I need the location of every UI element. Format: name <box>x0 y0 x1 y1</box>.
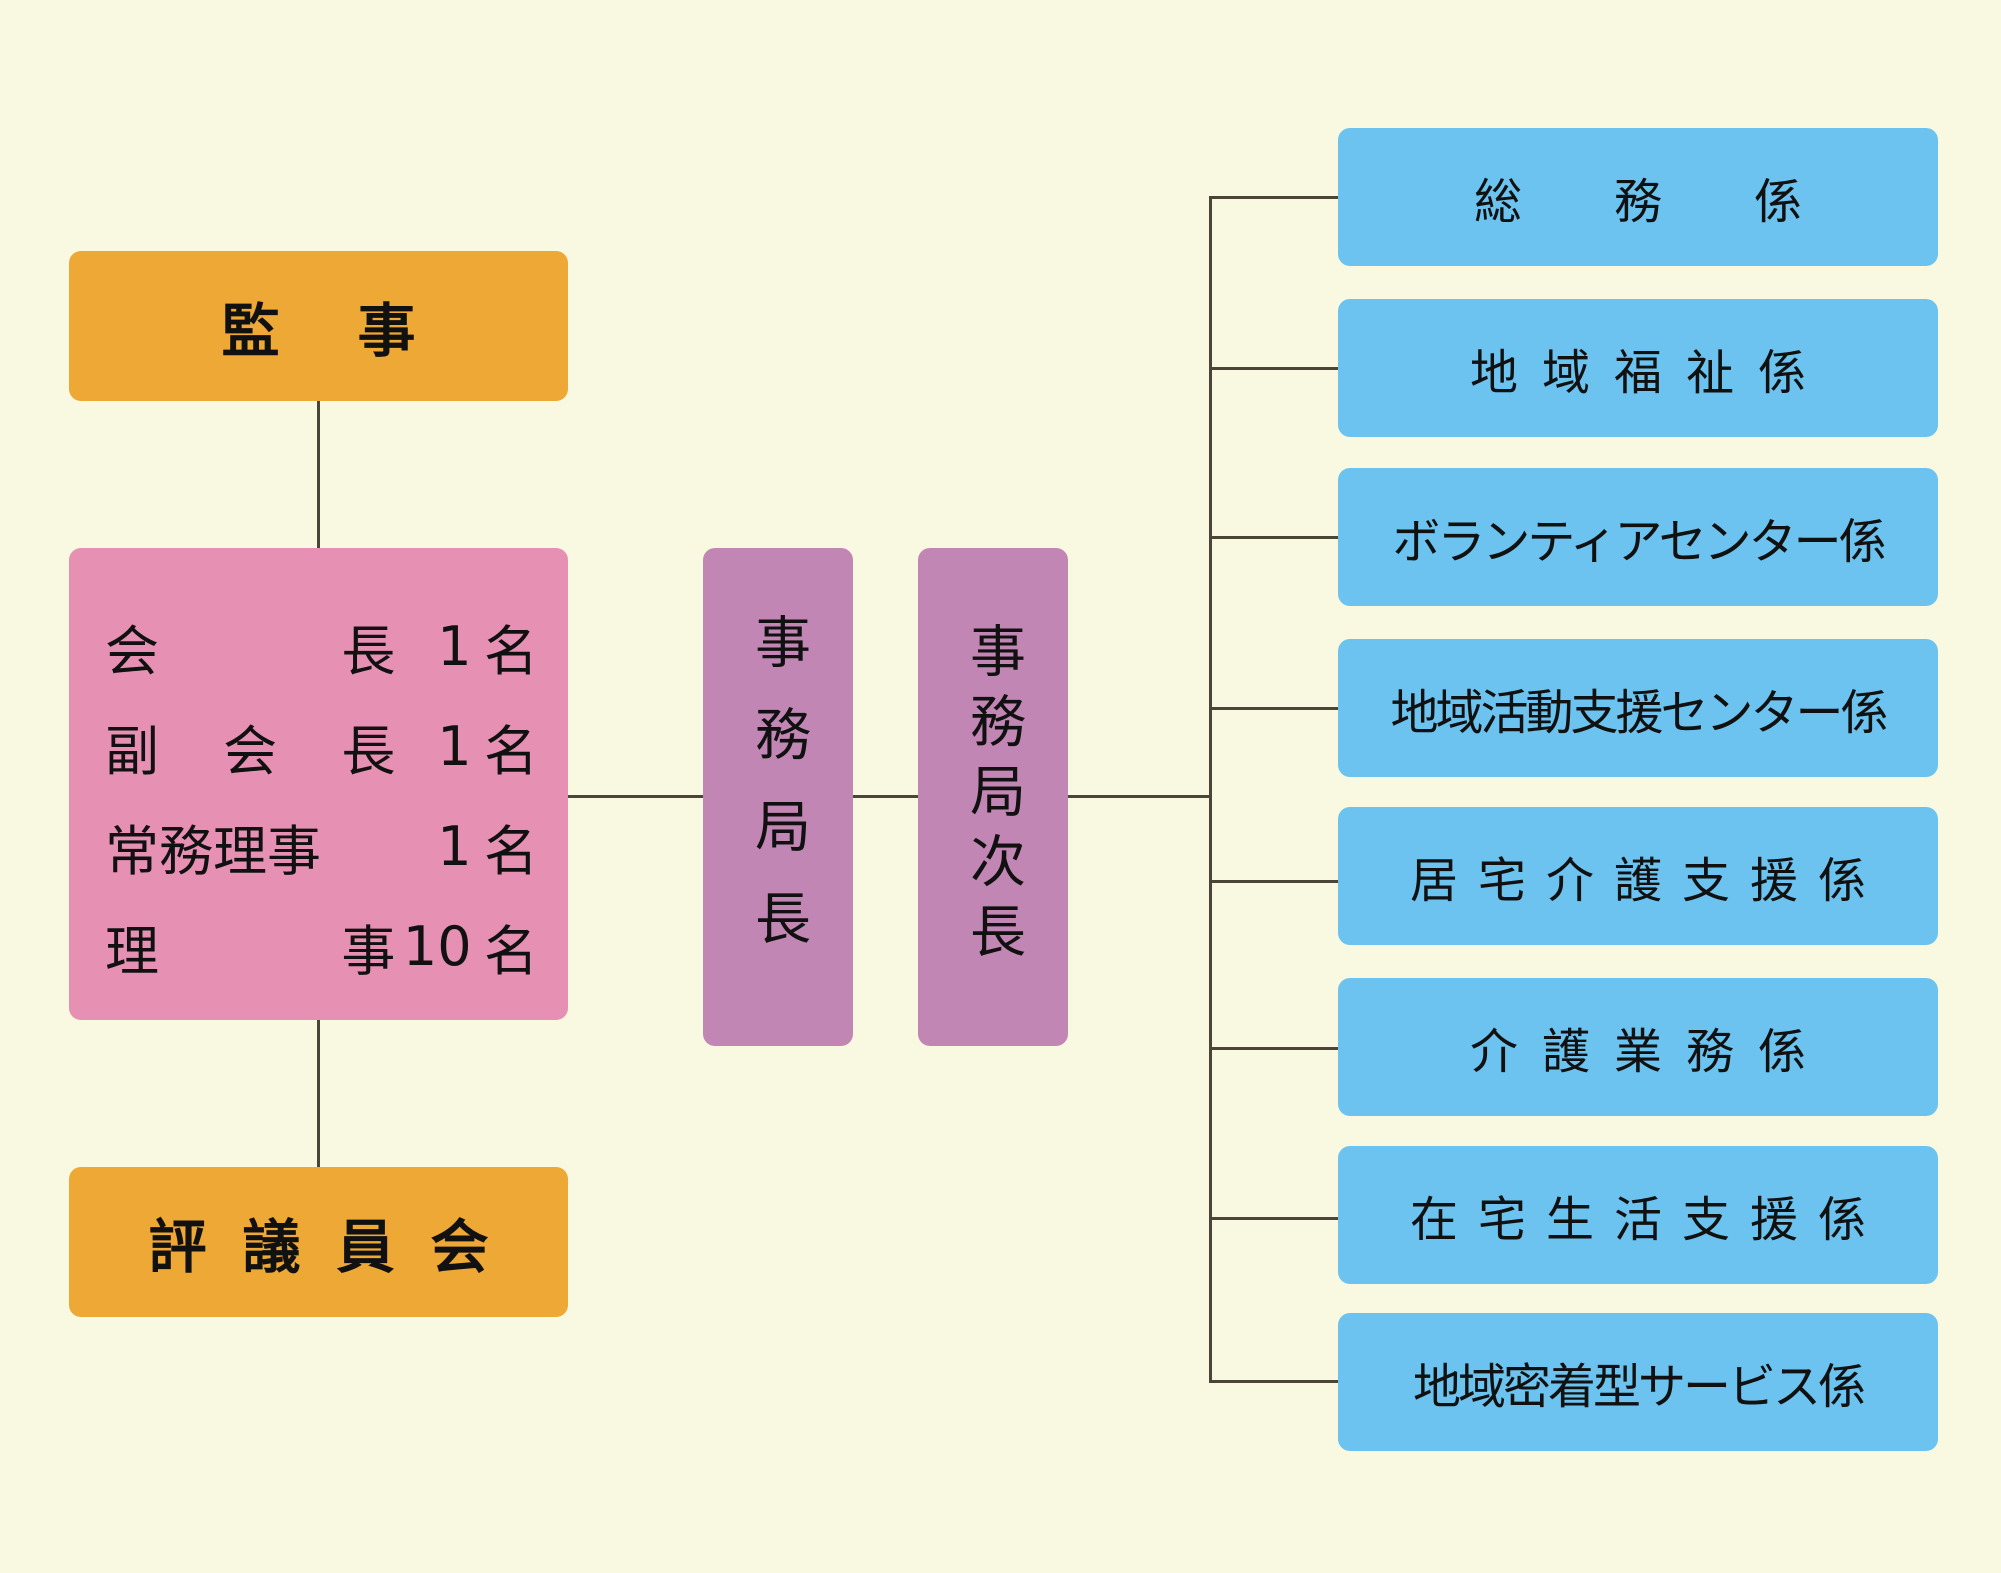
board-role: 常 務 理 事 <box>105 807 395 886</box>
section-label: 介護業務係 <box>1469 1024 1830 1080</box>
connector-board-council <box>317 1020 320 1168</box>
board-row-directors: 理 事 10 名 <box>105 896 538 996</box>
director-label: 事務局長 <box>745 613 811 981</box>
role-char: 長 <box>341 719 396 783</box>
board-unit: 名 <box>484 919 538 983</box>
director-box: 事務局長 <box>703 548 853 1046</box>
branch-line <box>1209 536 1339 539</box>
auditor-box: 監事 <box>69 251 568 401</box>
board-count: 1 <box>437 614 472 678</box>
role-char: 会 <box>105 619 159 683</box>
deputy-director-label: 事務局次長 <box>960 622 1026 972</box>
role-char: 会 <box>223 719 278 783</box>
section-box-care-services: 介護業務係 <box>1338 978 1938 1116</box>
board-count: 10 <box>402 914 472 978</box>
board-row-vice-chairman: 副 会 長 1 名 <box>105 696 538 796</box>
board-box: 会 長 1 名 副 会 長 1 名 常 務 理 事 1 名 理 事 10 名 <box>69 548 568 1020</box>
branch-line <box>1209 1217 1339 1220</box>
section-label: ボランティアセンター係 <box>1392 514 1886 570</box>
section-box-home-living-support: 在宅生活支援係 <box>1338 1146 1938 1284</box>
board-unit: 名 <box>484 619 538 683</box>
council-box: 評議員会 <box>69 1167 568 1317</box>
board-role: 理 事 <box>105 907 395 986</box>
branch-line <box>1209 707 1339 710</box>
branch-line <box>1209 196 1339 199</box>
role-char: 長 <box>341 619 396 683</box>
role-char: 副 <box>105 719 159 783</box>
connector-director-deputy <box>853 795 919 798</box>
section-label: 総務係 <box>1473 174 1894 230</box>
role-char: 理 <box>105 919 159 983</box>
role-char: 事 <box>341 919 396 983</box>
branch-line <box>1209 367 1339 370</box>
board-role: 副 会 長 <box>105 707 395 786</box>
section-box-general-affairs: 総務係 <box>1338 128 1938 266</box>
board-count: 1 <box>437 714 472 778</box>
section-trunk-line <box>1209 196 1212 1382</box>
section-label: 地域活動支援センター係 <box>1390 685 1888 741</box>
section-label: 地域福祉係 <box>1469 345 1830 401</box>
board-row-executive-director: 常 務 理 事 1 名 <box>105 796 538 896</box>
section-box-volunteer-center: ボランティアセンター係 <box>1338 468 1938 606</box>
council-label: 評議員会 <box>148 1213 525 1281</box>
board-row-chairman: 会 長 1 名 <box>105 596 538 696</box>
section-label: 地域密着型サービス係 <box>1412 1359 1866 1415</box>
role-char: 常 <box>105 819 159 883</box>
connector-deputy-trunk <box>1068 795 1212 798</box>
board-count: 1 <box>437 814 472 878</box>
auditor-label: 監事 <box>221 297 494 365</box>
connector-auditor-board <box>317 401 320 549</box>
board-unit: 名 <box>484 819 538 883</box>
section-box-home-care-support: 居宅介護支援係 <box>1338 807 1938 945</box>
branch-line <box>1209 880 1339 883</box>
section-box-community-based-services: 地域密着型サービス係 <box>1338 1313 1938 1451</box>
board-unit: 名 <box>484 719 538 783</box>
section-label: 在宅生活支援係 <box>1409 1192 1886 1248</box>
role-char: 事 <box>267 819 321 883</box>
role-char: 務 <box>159 819 213 883</box>
section-box-community-welfare: 地域福祉係 <box>1338 299 1938 437</box>
connector-board-director <box>568 795 704 798</box>
board-role: 会 長 <box>105 607 395 686</box>
deputy-director-box: 事務局次長 <box>918 548 1068 1046</box>
branch-line <box>1209 1380 1339 1383</box>
section-label: 居宅介護支援係 <box>1409 853 1886 909</box>
branch-line <box>1209 1047 1339 1050</box>
section-box-activity-support-center: 地域活動支援センター係 <box>1338 639 1938 777</box>
role-char: 理 <box>213 819 267 883</box>
